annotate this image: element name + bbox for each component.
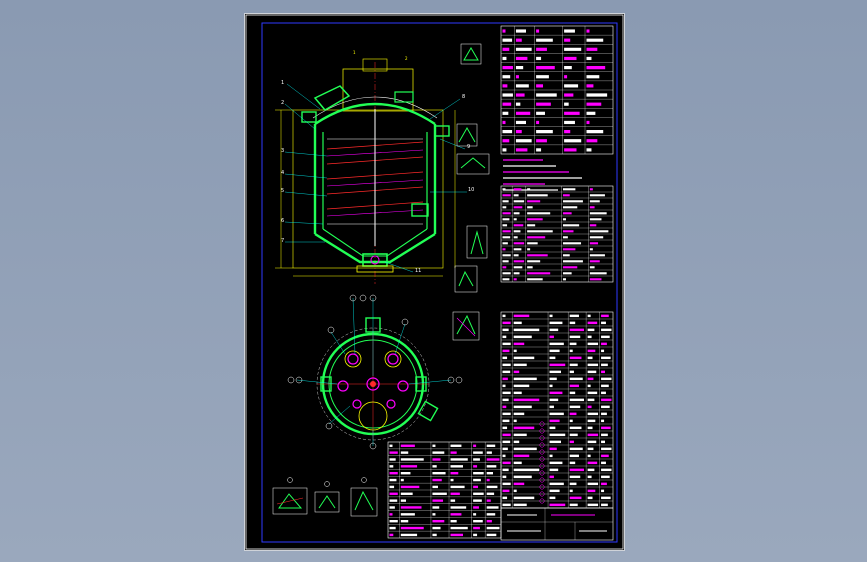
svg-text:2: 2 [405,56,408,61]
svg-text:1: 1 [281,80,284,86]
vessel-plan-view [287,294,463,450]
title-block [500,507,614,541]
svg-text:6: 6 [281,218,284,224]
svg-text:5: 5 [281,188,284,194]
svg-text:11: 11 [415,268,421,274]
svg-text:9: 9 [467,144,470,150]
detail-views-lower [272,477,378,517]
svg-text:10: 10 [468,187,474,193]
tables-group [387,25,614,541]
svg-text:2: 2 [281,100,284,106]
outer-frame [245,14,624,550]
svg-text:1: 1 [353,50,356,55]
svg-text:3: 3 [281,148,284,154]
svg-text:4: 4 [281,170,284,176]
detail-views-upper [452,43,490,341]
drawing-frame [261,22,618,543]
svg-text:7: 7 [281,238,284,244]
svg-text:8: 8 [462,94,465,100]
